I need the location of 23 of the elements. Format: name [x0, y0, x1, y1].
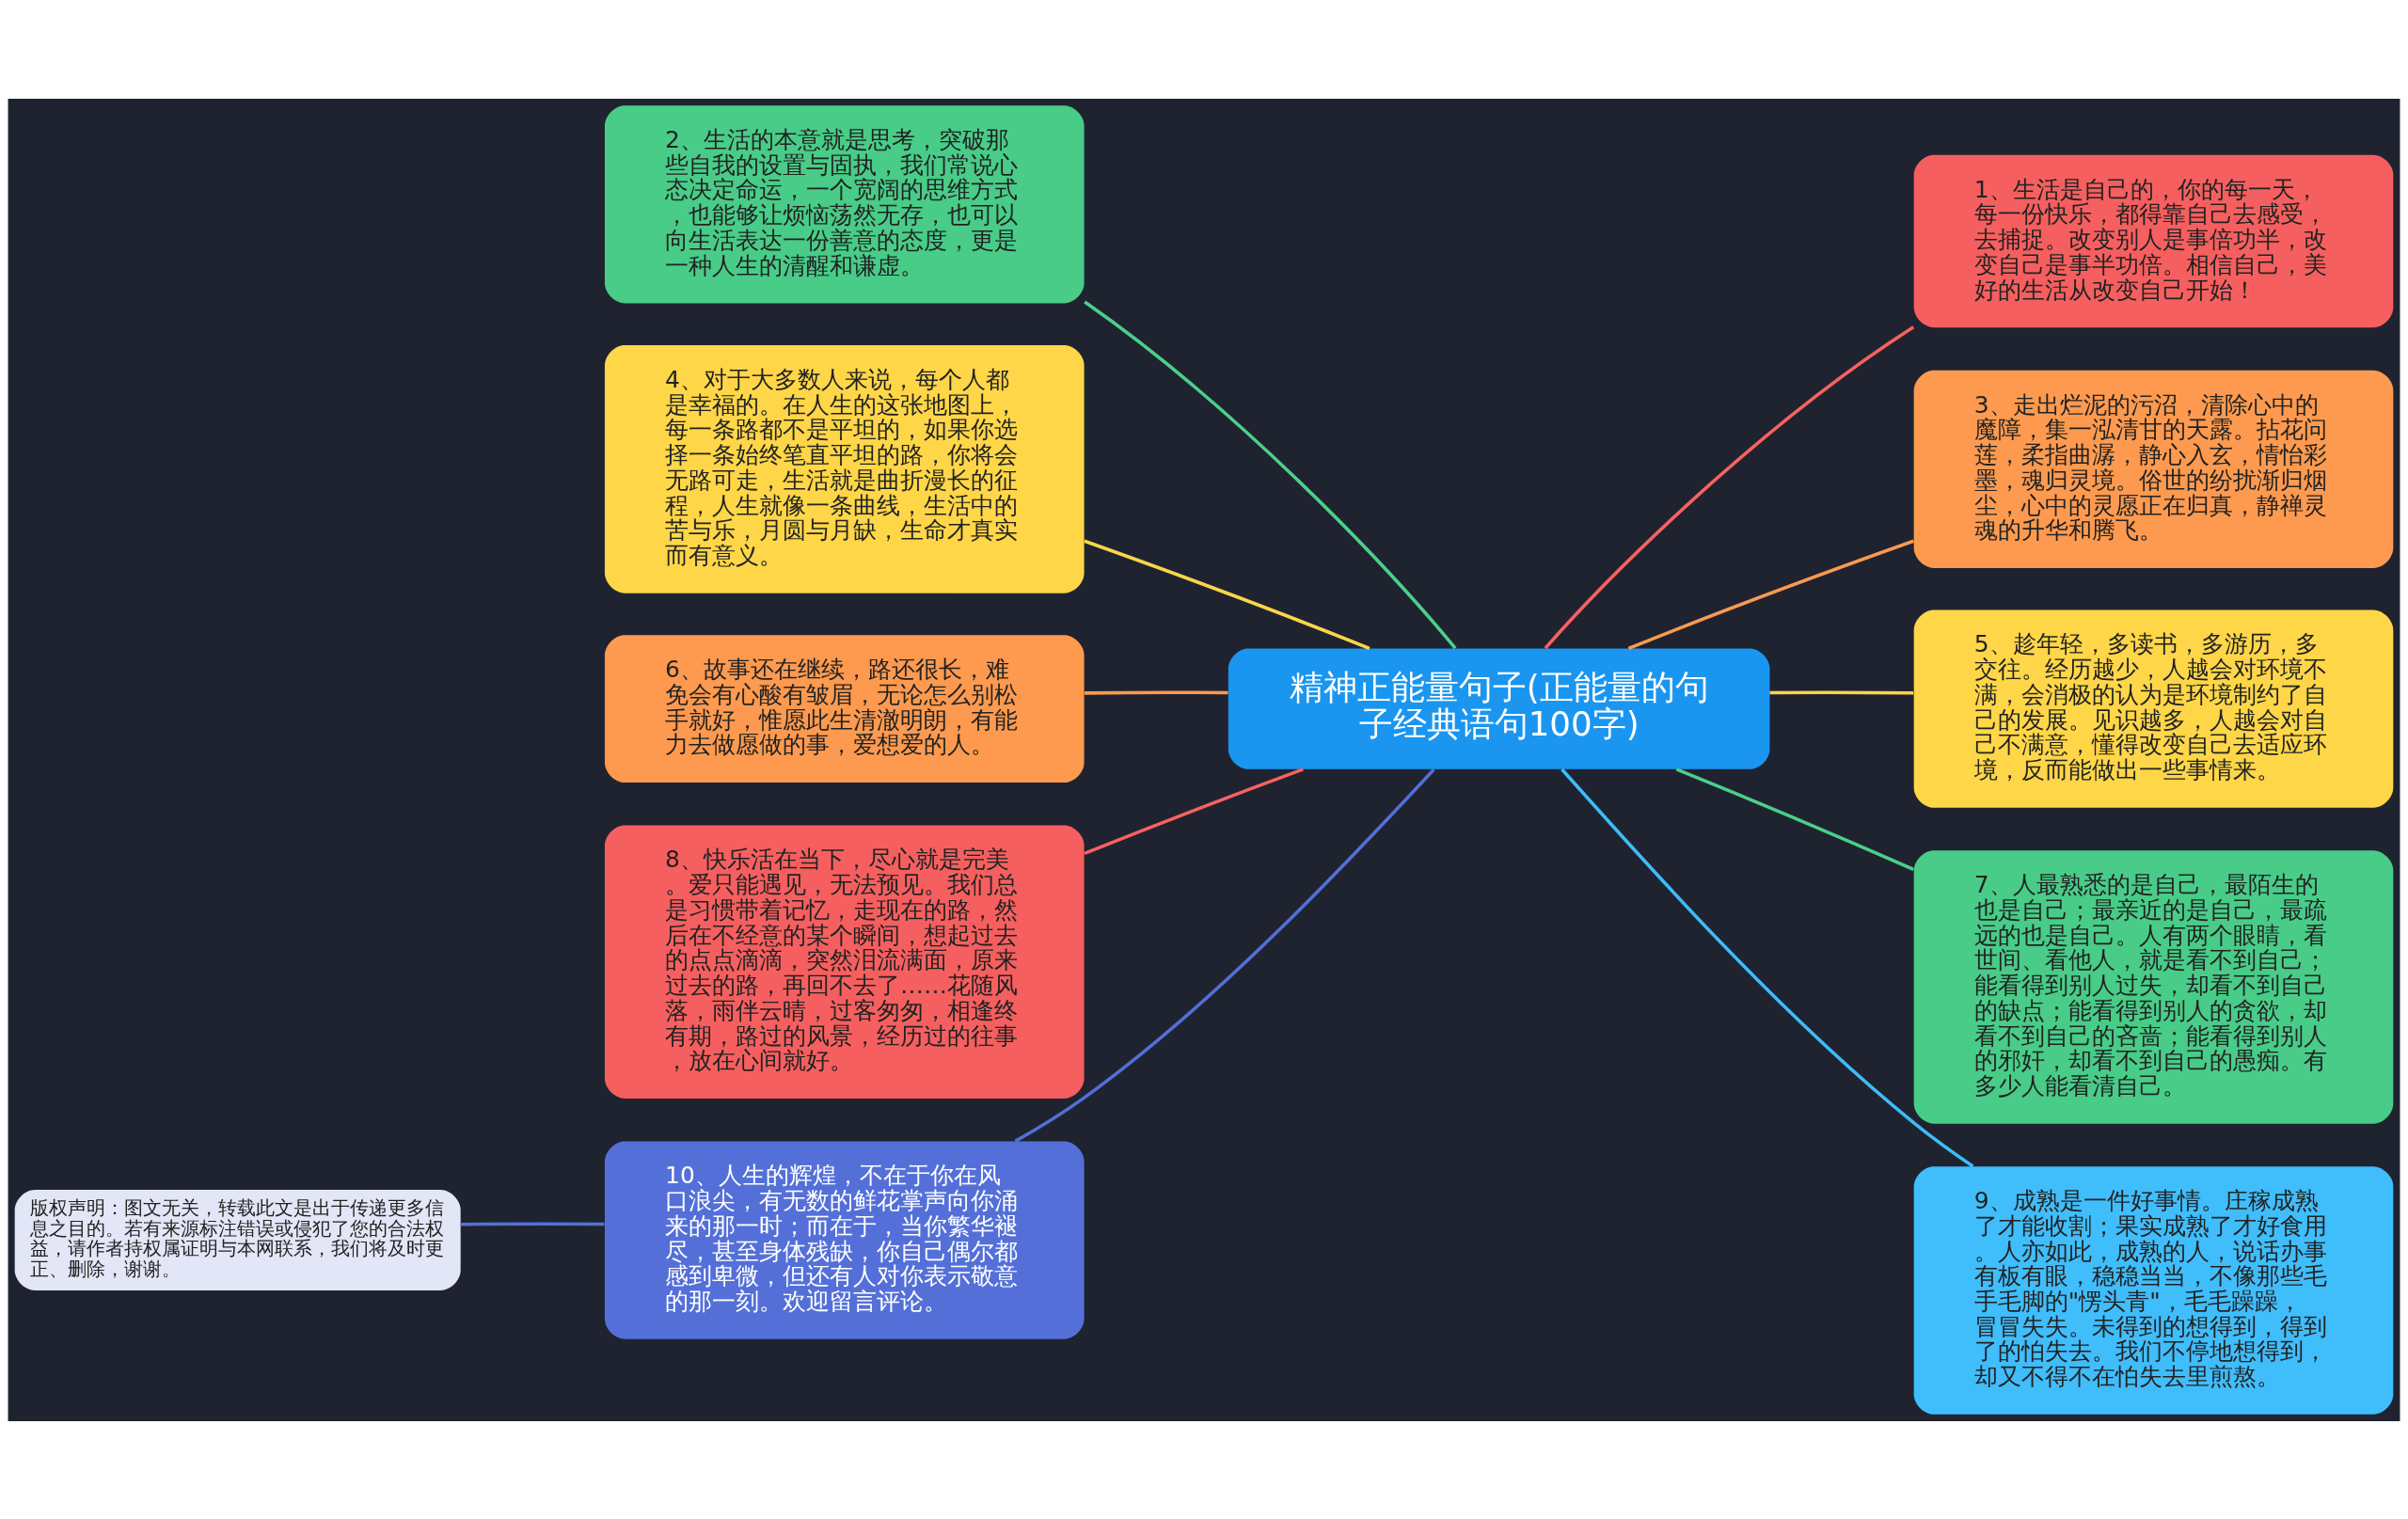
node-box: 9、成熟是一件好事情。庄稼成熟了才能收割；果实成熟了才好食用。人亦如此，成熟的人，说话办事有板有眼，稳稳当当，不像那些毛手毛脚的"愣头青"，毛毛躁躁，冒冒失失。未得到的想得到，得到了的怕失去。我们不停地想得到，却又不得不在怕失去里煎熬。	[1913, 1165, 2394, 1415]
connector	[460, 1221, 605, 1226]
node-box: 10、人生的辉煌，不在于你在风口浪尖，有无数的鲜花掌声向你涌来的那一时；而在于，当你繁华褪尽，甚至身体残缺，你自己偶尔都感到卑微，但还有人对你表示敬意的那一刻。欢迎留言评论。	[604, 1140, 1085, 1339]
connector	[1627, 539, 1914, 650]
connector	[1084, 300, 1457, 649]
node-box: 3、走出烂泥的污沼，清除心中的魔障，集一泓清甘的天露。拈花问莲，柔指曲潺，静心入玄，情怡彩墨，魂归灵境。俗世的纷扰渐归烟尘，心中的灵愿正在归真，静禅灵魂的升华和腾飞。	[1913, 370, 2394, 568]
node-box: 2、生活的本意就是思考，突破那些自我的设置与固执，我们常说心态决定命运，一个宽阔的思维方式，也能够让烦恼荡然无存，也可以向生活表达一份善意的态度，更是一种人生的清醒和谦虚。	[604, 104, 1085, 303]
connector	[1769, 690, 1914, 695]
connector	[1544, 324, 1915, 649]
connector	[1014, 767, 1435, 1143]
node-box: 7、人最熟悉的是自己，最陌生的也是自己；最亲近的是自己，最疏远的也是自己。人有两个眼睛，看世间、看他人，就是看不到自己；能看得到别人过失，却看不到自己的缺点；能看得到别人的贪欲，却看不到自己的吝啬；能看得到别人的邪奸，却看不到自己的愚痴。有多少人能看清自己。	[1913, 849, 2394, 1124]
connector	[1084, 539, 1370, 650]
node-box: 版权声明：图文无关，转载此文是出于传递更多信息之目的。若有来源标注错误或侵犯了您的合法权益，请作者持权属证明与本网联系，我们将及时更正、删除，谢谢。	[14, 1189, 461, 1290]
node-box: 8、快乐活在当下，尽心就是完美。爱只能遇见，无法预见。我们总是习惯带着记忆，走现在的路，然后在不经意的某个瞬间，想起过去的点点滴滴，突然泪流满面，原来过去的路，再回不去了……花随风落，雨伴云晴，过客匆匆，相逢终有期，路过的风景，经历过的往事，放在心间就好。	[604, 825, 1085, 1099]
connector	[1560, 767, 1974, 1167]
node-box: 1、生活是自己的，你的每一天，每一份快乐，都得靠自己去感受，去捕捉。改变别人是事倍功半，改变自己是事半功倍。相信自己，美好的生活从改变自己开始！	[1913, 154, 2394, 327]
connector	[1084, 690, 1228, 695]
connector	[1675, 767, 1914, 871]
node-box: 4、对于大多数人来说，每个人都是幸福的。在人生的这张地图上，每一条路都不是平坦的，如果你选择一条始终笔直平坦的路，你将会无路可走，生活就是曲折漫长的征程，人生就像一条曲线，生活中的苦与乐，月圆与月缺，生命才真实而有意义。	[604, 344, 1085, 593]
node-box: 精神正能量句子(正能量的句子经典语句100字)	[1228, 648, 1770, 769]
node-box: 6、故事还在继续，路还很长，难免会有心酸有皱眉，无论怎么别松手就好，惟愿此生清澈明朗，有能力去做愿做的事，爱想爱的人。	[604, 634, 1085, 783]
connector	[1084, 767, 1304, 855]
node-box: 5、趁年轻，多读书，多游历，多交往。经历越少，人越会对环境不满，会消极的认为是环境制约了自己的发展。见识越多，人越会对自己不满意，懂得改变自己去适应环境，反而能做出一些事情来。	[1913, 609, 2394, 808]
